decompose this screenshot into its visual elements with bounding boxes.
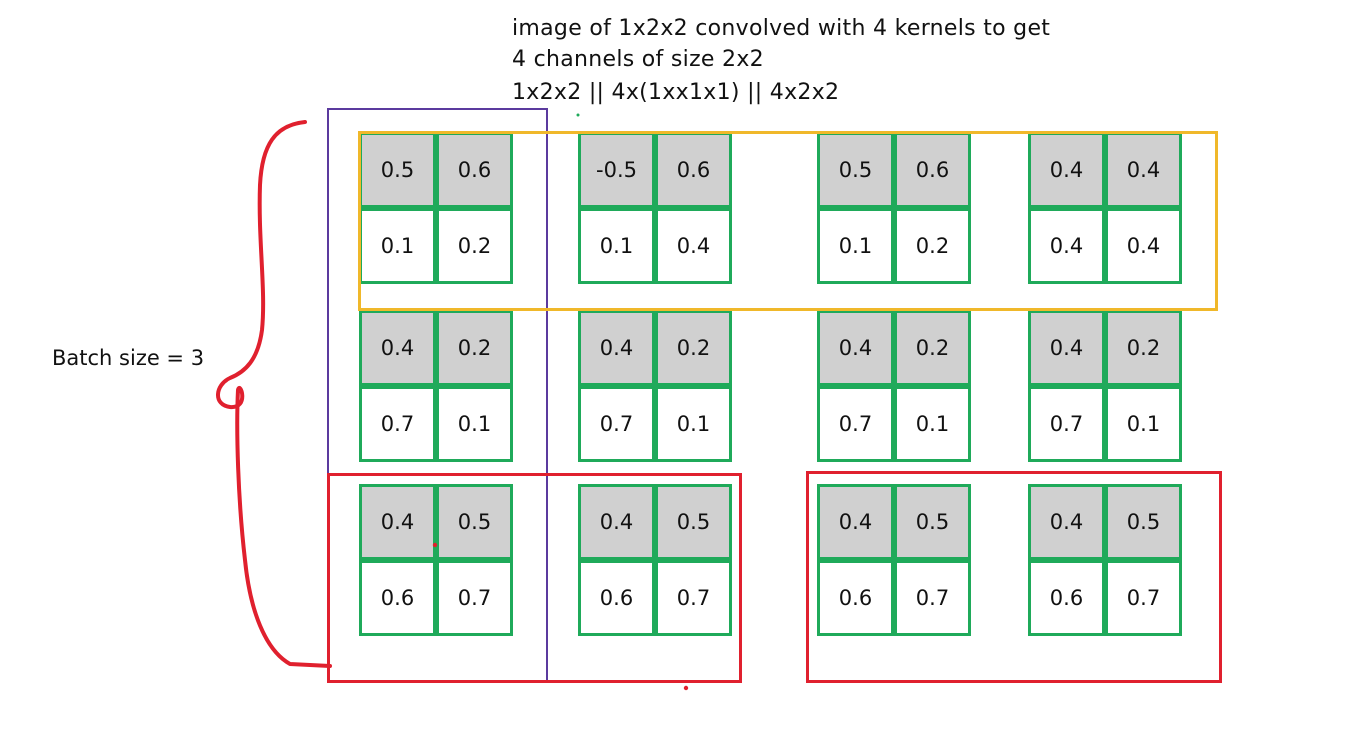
channel-cell: 0.4 [578,484,655,560]
channel-cell: 0.1 [578,208,655,284]
channel-cell: 0.2 [436,208,513,284]
channel-cell: 0.4 [359,310,436,386]
header-line-2: 4 channels of size 2x2 [512,47,764,72]
header-line-3: 1x2x2 || 4x(1xx1x1) || 4x2x2 [512,80,840,105]
image-row-box [358,131,1218,311]
channel-cell: 0.2 [894,208,971,284]
channel-cell: 0.6 [894,132,971,208]
channel-cell: 0.1 [359,208,436,284]
channel-cell: 0.7 [436,560,513,636]
channel-cell: 0.1 [1105,386,1182,462]
channel-cell: 0.4 [1105,132,1182,208]
channel-cell: 0.7 [1105,560,1182,636]
channel-cell: 0.7 [578,386,655,462]
channel-cell: 0.7 [655,560,732,636]
channel-cell: 0.5 [436,484,513,560]
channel-cell: 0.5 [655,484,732,560]
channel-cell: 0.4 [1028,208,1105,284]
channel-cell: 0.4 [359,484,436,560]
channel-cell: 0.2 [1105,310,1182,386]
batch-size-label: Batch size = 3 [52,346,205,370]
channel-cell: 0.4 [817,484,894,560]
channel-cell: 0.4 [578,310,655,386]
channel-group-box-right [806,471,1222,683]
header-line-1: image of 1x2x2 convolved with 4 kernels … [512,16,1051,41]
channel-cell: 0.2 [894,310,971,386]
channel-cell: 0.2 [436,310,513,386]
channel-cell: 0.4 [1028,484,1105,560]
channel-cell: 0.6 [1028,560,1105,636]
channel-cell: 0.7 [359,386,436,462]
channel-cell: 0.4 [1028,132,1105,208]
channel-cell: 0.4 [655,208,732,284]
channel-cell: 0.1 [817,208,894,284]
channel-cell: 0.7 [1028,386,1105,462]
channel-cell: 0.4 [817,310,894,386]
channel-cell: 0.6 [817,560,894,636]
channel-cell: 0.6 [436,132,513,208]
channel-cell: 0.4 [1028,310,1105,386]
channel-cell: 0.6 [578,560,655,636]
channel-cell: 0.5 [1105,484,1182,560]
channel-cell: 0.6 [655,132,732,208]
channel-cell: 0.7 [894,560,971,636]
channel-cell: 0.7 [817,386,894,462]
channel-cell: 0.4 [1105,208,1182,284]
channel-cell: 0.6 [359,560,436,636]
channel-cell: 0.5 [894,484,971,560]
channel-cell: 0.1 [655,386,732,462]
channel-cell: 0.2 [655,310,732,386]
channel-group-box-left [327,473,742,683]
channel-cell: 0.1 [436,386,513,462]
channel-cell: 0.1 [894,386,971,462]
